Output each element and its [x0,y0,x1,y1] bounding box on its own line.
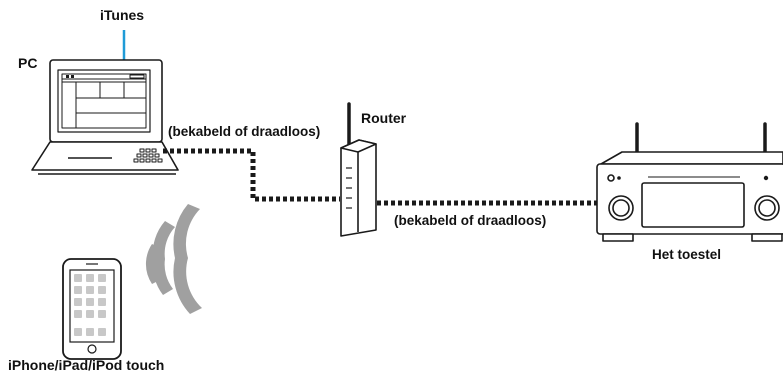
itunes-window [61,73,147,129]
smartphone-icon [62,258,122,360]
pc-label: PC [18,55,38,71]
mobile-label: iPhone/iPad/iPod touch [8,357,165,373]
wifi-waves-icon [145,204,202,314]
router-label: Router [361,110,407,126]
laptop-icon [31,59,179,175]
router-icon [340,102,377,237]
itunes-label: iTunes [100,7,145,23]
connection-label-pc-router: (bekabeld of draadloos) [168,124,321,139]
connection-line-pc-router [163,148,340,202]
connection-label-router-device: (bekabeld of draadloos) [394,213,547,228]
device-label: Het toestel [652,247,722,262]
av-receiver-icon [596,122,783,242]
